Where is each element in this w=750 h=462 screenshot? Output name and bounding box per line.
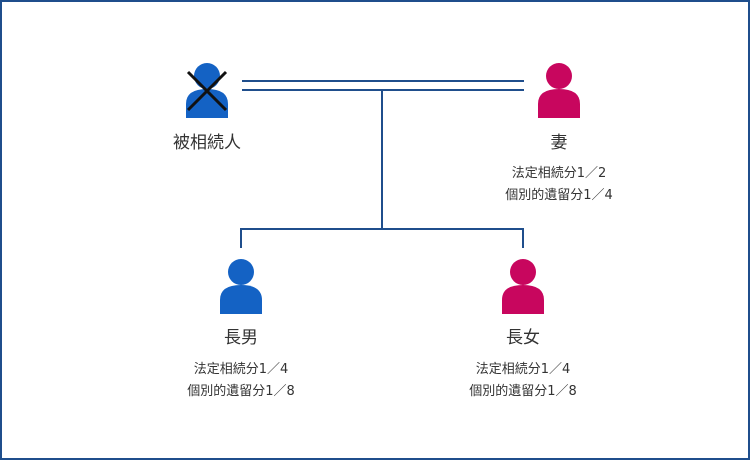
female-person-icon — [538, 63, 580, 118]
cross-mark-icon — [186, 70, 228, 112]
spouse-legal-share: 法定相続分1／2 — [511, 166, 607, 181]
daughter-label: 長女 — [506, 328, 540, 348]
female-person-icon — [502, 259, 544, 314]
son-legal-share: 法定相続分1／4 — [193, 362, 289, 377]
son-reserved-share: 個別的遺留分1／8 — [187, 384, 295, 399]
spouse-shares: 法定相続分1／2 個別的遺留分1／4 — [459, 163, 659, 207]
deceased-label: 被相続人 — [173, 133, 241, 153]
spouse-reserved-share: 個別的遺留分1／4 — [505, 188, 613, 203]
son-shares: 法定相続分1／4 個別的遺留分1／8 — [141, 359, 341, 403]
son-label: 長男 — [224, 328, 258, 348]
male-person-icon — [220, 259, 262, 314]
daughter-reserved-share: 個別的遺留分1／8 — [469, 384, 577, 399]
daughter-legal-share: 法定相続分1／4 — [475, 362, 571, 377]
daughter-shares: 法定相続分1／4 個別的遺留分1／8 — [423, 359, 623, 403]
spouse-label: 妻 — [550, 133, 568, 153]
